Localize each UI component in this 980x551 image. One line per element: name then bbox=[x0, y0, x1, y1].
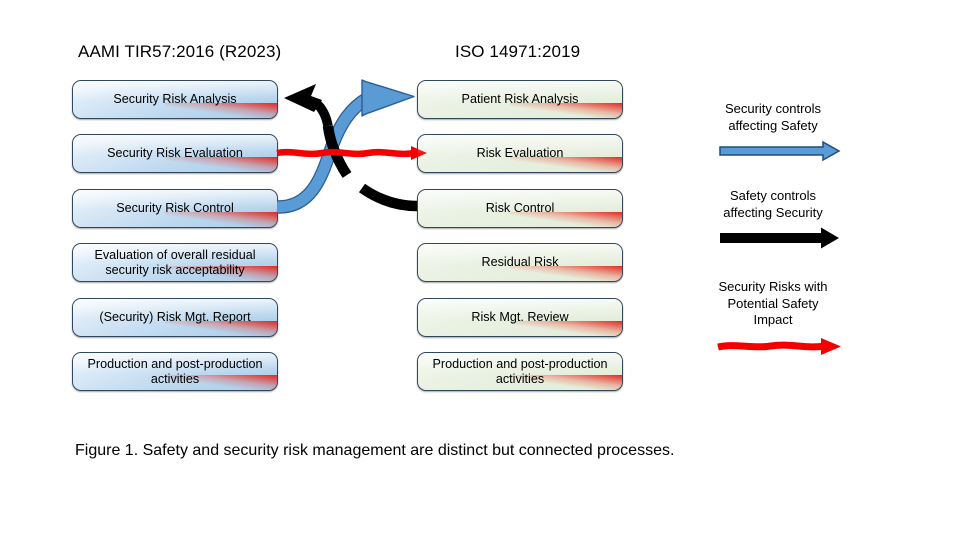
process-box-label: Production and post-production activitie… bbox=[432, 357, 608, 386]
legend-item-safety-controls: Safety controls affecting Security bbox=[673, 188, 873, 249]
legend-black-block-arrow-icon bbox=[720, 227, 839, 249]
process-box-label: Production and post-production activitie… bbox=[87, 357, 263, 386]
process-box-patient-risk-analysis[interactable]: Patient Risk Analysis bbox=[417, 80, 623, 119]
process-box-security-risk-control[interactable]: Security Risk Control bbox=[72, 189, 278, 228]
legend-caption-line-2: Potential Safety bbox=[727, 295, 819, 311]
process-box-label: (Security) Risk Mgt. Report bbox=[99, 310, 251, 325]
figure-caption: Figure 1. Safety and security risk manag… bbox=[75, 442, 675, 459]
legend-caption-line-2: affecting Safety bbox=[728, 117, 818, 133]
process-box-label: Risk Mgt. Review bbox=[471, 310, 569, 325]
process-box-label: Security Risk Analysis bbox=[113, 92, 237, 107]
legend-caption-line-3: Impact bbox=[753, 312, 793, 327]
process-box-label: Risk Control bbox=[485, 201, 555, 216]
legend-arrow-slot bbox=[673, 227, 873, 249]
legend-item-security-risks-impact: Security Risks with Potential Safety Imp… bbox=[673, 279, 873, 357]
column-heading-left: AAMI TIR57:2016 (R2023) bbox=[78, 42, 282, 61]
legend-caption: Security controls affecting Safety bbox=[673, 101, 873, 134]
process-box-security-risk-analysis[interactable]: Security Risk Analysis bbox=[72, 80, 278, 119]
process-box-residual-security-risk-acceptability[interactable]: Evaluation of overall residual security … bbox=[72, 243, 278, 282]
process-box-label: Security Risk Control bbox=[116, 201, 234, 216]
column-heading-right: ISO 14971:2019 bbox=[455, 42, 581, 61]
process-box-label: Security Risk Evaluation bbox=[107, 146, 243, 161]
legend-arrow-slot bbox=[673, 335, 873, 357]
legend-caption-line-1: Safety controls bbox=[730, 188, 816, 203]
legend-arrow-slot bbox=[673, 140, 873, 162]
legend-caption-line-2: affecting Security bbox=[723, 204, 823, 220]
process-box-residual-risk[interactable]: Residual Risk bbox=[417, 243, 623, 282]
process-box-security-production-activities[interactable]: Production and post-production activitie… bbox=[72, 352, 278, 391]
legend-blue-block-arrow-icon bbox=[719, 140, 841, 162]
connector-security-controls-affecting-safety-icon bbox=[276, 79, 415, 214]
legend-caption: Security Risks with Potential Safety Imp… bbox=[673, 279, 873, 329]
connector-security-risks-with-potential-safety-impact-icon bbox=[276, 146, 427, 160]
process-box-risk-evaluation[interactable]: Risk Evaluation bbox=[417, 134, 623, 173]
process-box-label: Risk Evaluation bbox=[476, 146, 564, 161]
legend-caption: Safety controls affecting Security bbox=[673, 188, 873, 221]
process-box-label: Evaluation of overall residual security … bbox=[94, 248, 256, 277]
legend-caption-line-1: Security Risks with bbox=[718, 279, 828, 294]
legend-item-security-controls: Security controls affecting Safety bbox=[673, 101, 873, 162]
process-box-security-risk-evaluation[interactable]: Security Risk Evaluation bbox=[72, 134, 278, 173]
legend-caption-line-1: Security controls bbox=[724, 101, 822, 116]
process-box-label: Residual Risk bbox=[481, 255, 559, 270]
process-box-risk-control[interactable]: Risk Control bbox=[417, 189, 623, 228]
legend-red-wavy-arrow-icon bbox=[717, 337, 841, 355]
process-box-safety-production-activities[interactable]: Production and post-production activitie… bbox=[417, 352, 623, 391]
process-box-label: Patient Risk Analysis bbox=[461, 92, 579, 107]
process-box-security-risk-mgt-report[interactable]: (Security) Risk Mgt. Report bbox=[72, 298, 278, 337]
process-box-risk-mgt-review[interactable]: Risk Mgt. Review bbox=[417, 298, 623, 337]
connector-safety-controls-affecting-security-icon bbox=[284, 84, 418, 212]
